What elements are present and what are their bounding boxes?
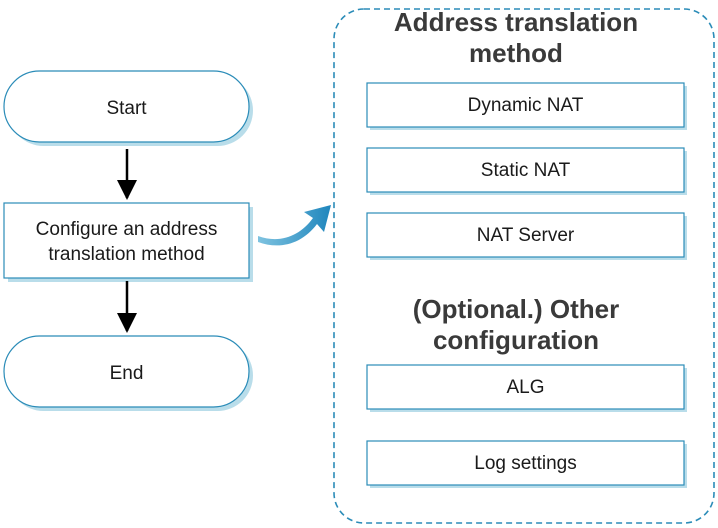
other-label: Log settings — [474, 453, 576, 474]
configure-label-line1: Configure an address — [36, 219, 218, 240]
method-label: Dynamic NAT — [468, 95, 584, 116]
other-box-alg: ALG — [366, 364, 687, 412]
configure-method-node: Configure an address translation method — [3, 202, 253, 282]
end-node: End — [3, 335, 253, 411]
method-label: Static NAT — [481, 160, 571, 181]
start-node: Start — [3, 70, 253, 146]
methods-heading-line1: Address translation — [394, 7, 638, 37]
methods-panel — [333, 8, 715, 524]
start-label: Start — [106, 98, 147, 119]
other-heading-line2: configuration — [433, 325, 599, 355]
method-box-dynamic-nat: Dynamic NAT — [366, 82, 687, 130]
other-label: ALG — [506, 377, 544, 398]
configure-label-line2: translation method — [48, 244, 204, 265]
method-label: NAT Server — [477, 225, 575, 246]
connector-arrow-icon — [258, 205, 331, 246]
methods-heading-line2: method — [469, 38, 563, 68]
method-box-nat-server: NAT Server — [366, 212, 687, 260]
other-box-log-settings: Log settings — [366, 440, 687, 488]
method-box-static-nat: Static NAT — [366, 147, 687, 195]
other-heading-line1: (Optional.) Other — [413, 294, 620, 324]
end-label: End — [110, 363, 144, 384]
